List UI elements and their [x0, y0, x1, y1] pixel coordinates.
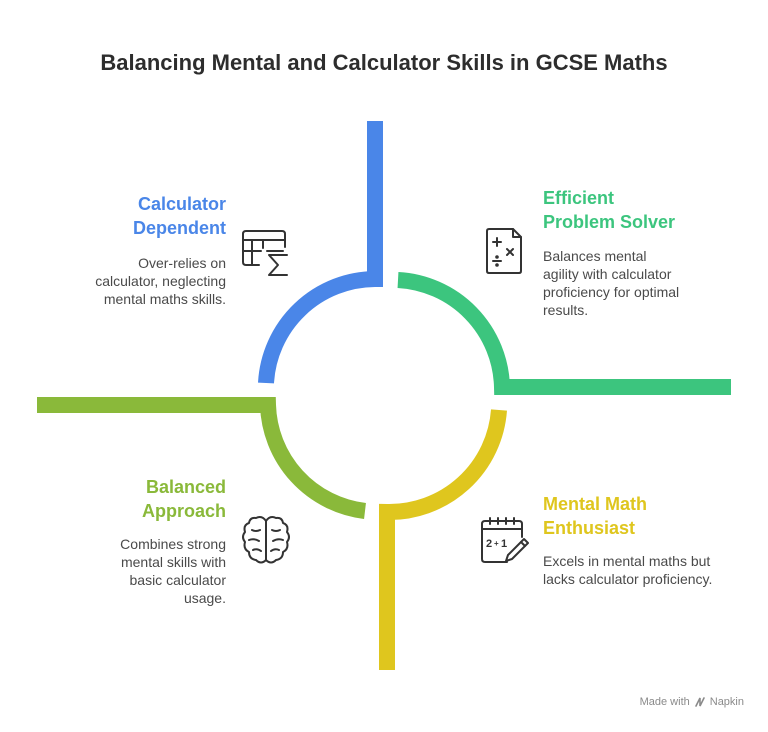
footer: Made with Napkin: [640, 696, 744, 708]
balanced-approach-arc: [37, 397, 367, 519]
efficient-problem-solver-arc: [397, 272, 731, 395]
calculator-dependent-title: Calculator Dependent: [132, 194, 226, 238]
efficient-problem-solver-description: Balances mental agility with calculator …: [543, 248, 680, 318]
svg-text:1: 1: [501, 538, 507, 550]
page-title: Balancing Mental and Calculator Skills i…: [100, 50, 668, 75]
made-with-label: Made with: [639, 696, 690, 708]
calculator-sigma-icon: [242, 230, 288, 276]
calculator-dependent-arc: [258, 121, 383, 384]
napkin-logo-icon: [694, 697, 705, 707]
napkin-brand: Napkin: [709, 696, 744, 708]
calculator-dependent-description: Over-relies on calculator, neglecting me…: [95, 255, 226, 307]
mental-math-enthusiast-arc: [379, 409, 507, 670]
mental-math-enthusiast-title: Mental Math Enthusiast: [543, 494, 648, 538]
svg-text:+: +: [494, 539, 499, 548]
efficient-problem-solver-title: Efficient Problem Solver: [543, 188, 676, 232]
balanced-approach-title: Balanced Approach: [141, 477, 226, 521]
balanced-approach-description: Combines strong mental skills with basic…: [120, 536, 226, 606]
brain-icon: [242, 516, 290, 564]
calendar-pencil-icon: 2 + 1: [481, 517, 529, 563]
svg-text:2: 2: [486, 538, 492, 550]
math-operations-icon: [486, 228, 522, 274]
mental-math-enthusiast-description: Excels in mental maths but lacks calcula…: [543, 553, 713, 587]
